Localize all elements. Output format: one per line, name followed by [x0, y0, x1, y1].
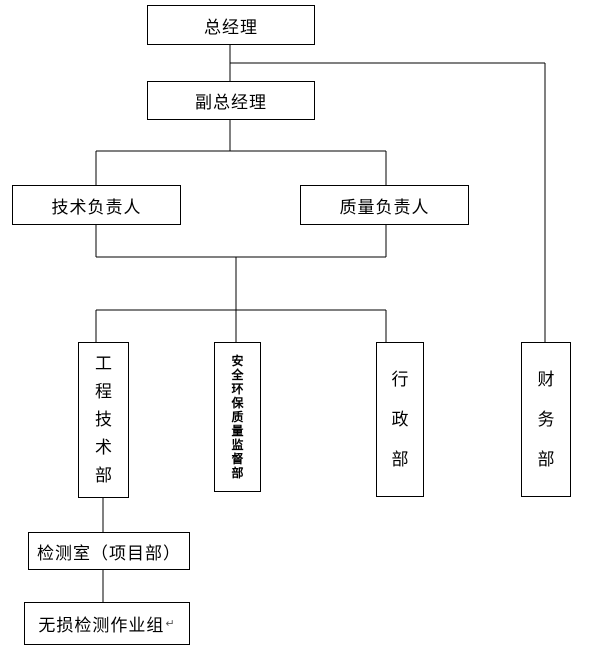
safety-dept-char: 环 — [231, 382, 244, 396]
engineering-dept-box: 工 程 技 术 部 — [78, 342, 129, 498]
technical-head-box: 技术负责人 — [12, 185, 181, 225]
safety-dept-char: 质 — [231, 410, 244, 424]
paragraph-mark-icon: ↵ — [165, 617, 176, 630]
finance-dept-char: 务 — [537, 409, 555, 430]
engineering-dept-char: 技 — [95, 410, 112, 430]
safety-dept-char: 保 — [231, 396, 244, 410]
ndt-group-label: 无损检测作业组 — [38, 616, 165, 636]
general-manager-label: 总经理 — [204, 17, 258, 38]
safety-dept-char: 部 — [231, 466, 244, 480]
admin-dept-char: 政 — [391, 409, 409, 430]
finance-dept-char: 部 — [537, 449, 555, 470]
engineering-dept-char: 术 — [95, 438, 112, 458]
safety-dept-char: 全 — [231, 368, 244, 382]
safety-dept-char: 安 — [231, 354, 244, 368]
deputy-manager-label: 副总经理 — [195, 93, 267, 113]
engineering-dept-char: 部 — [95, 466, 112, 486]
deputy-manager-box: 副总经理 — [147, 81, 315, 120]
engineering-dept-char: 工 — [95, 354, 112, 374]
safety-dept-char: 监 — [231, 438, 244, 452]
general-manager-box: 总经理 — [147, 5, 315, 45]
engineering-dept-char: 程 — [95, 382, 112, 402]
safety-dept-box: 安 全 环 保 质 量 监 督 部 — [214, 342, 261, 492]
admin-dept-box: 行 政 部 — [376, 342, 424, 497]
testing-room-box: 检测室（项目部） — [28, 532, 190, 570]
admin-dept-char: 部 — [391, 449, 409, 470]
testing-room-label: 检测室（项目部） — [37, 543, 181, 564]
finance-dept-box: 财 务 部 — [521, 342, 571, 497]
ndt-group-box: 无损检测作业组↵ — [24, 602, 190, 645]
technical-head-label: 技术负责人 — [51, 197, 142, 218]
quality-head-label: 质量负责人 — [339, 197, 430, 218]
quality-head-box: 质量负责人 — [300, 185, 469, 225]
finance-dept-char: 财 — [537, 369, 555, 390]
safety-dept-char: 量 — [231, 424, 244, 438]
admin-dept-char: 行 — [391, 369, 409, 390]
safety-dept-char: 督 — [231, 452, 244, 466]
